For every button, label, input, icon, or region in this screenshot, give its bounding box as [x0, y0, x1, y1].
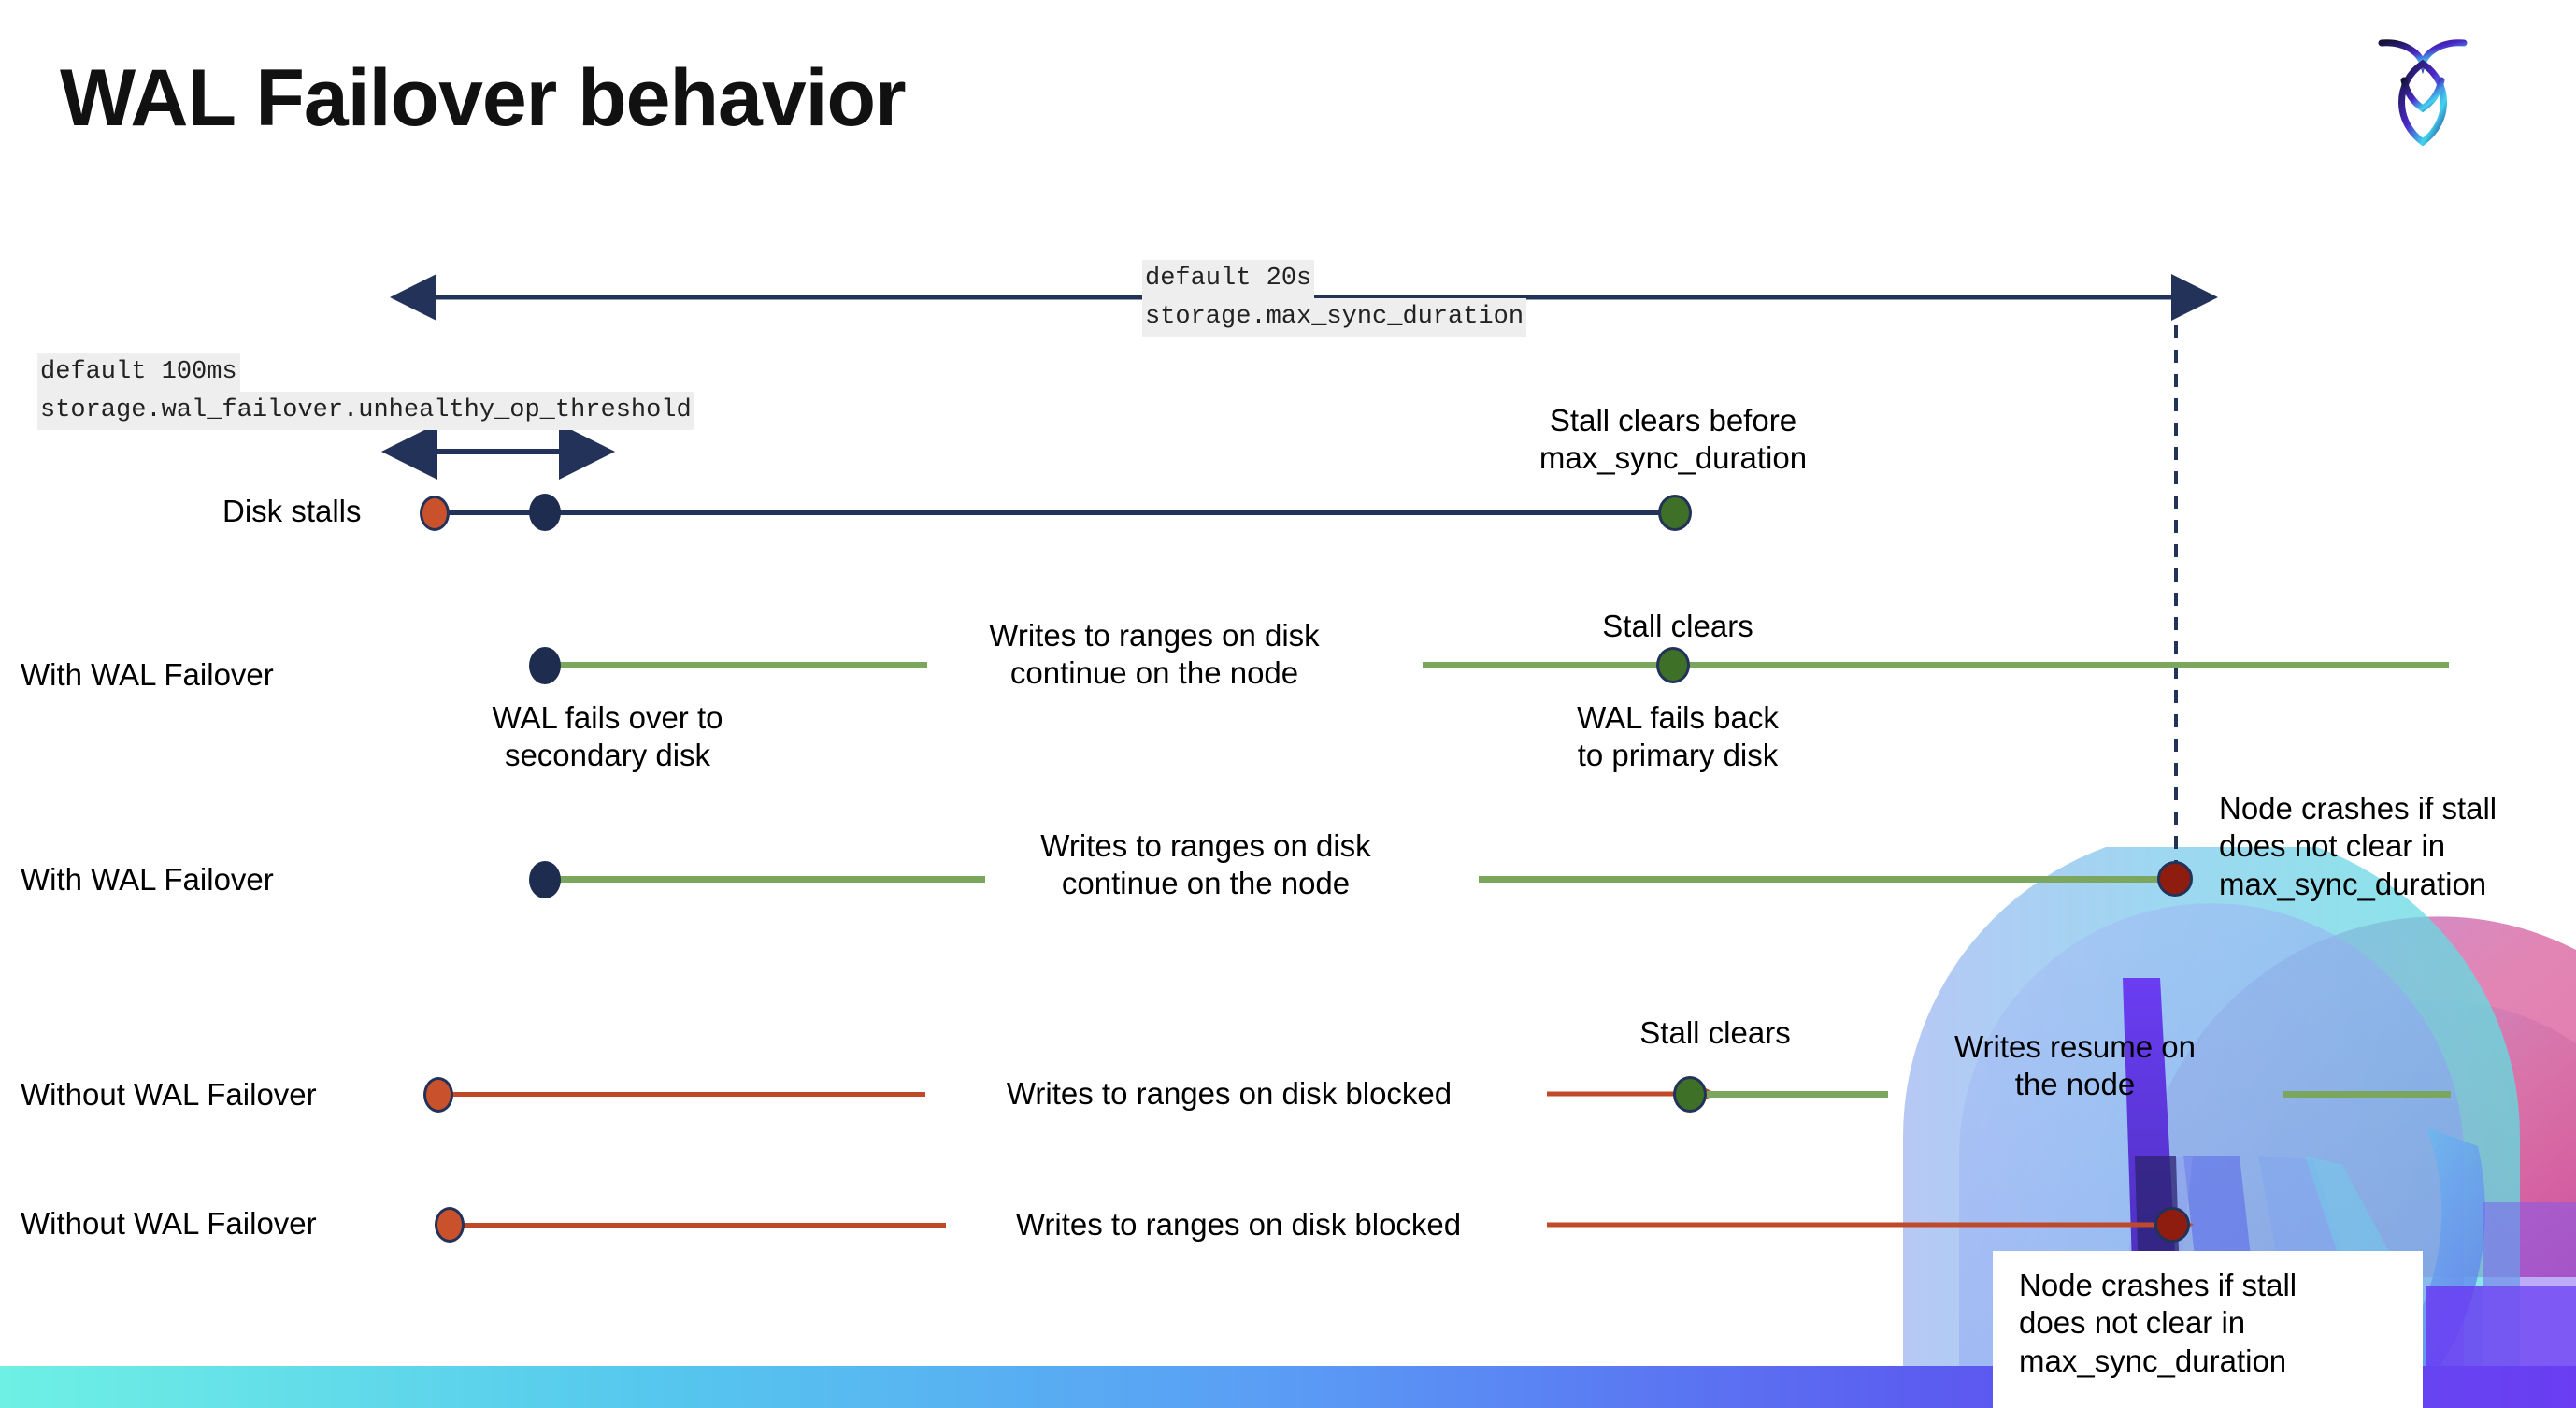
- note-stall-clears-before: Stall clears before max_sync_duration: [1496, 402, 1851, 478]
- note-writes-blocked-row4: Writes to ranges on disk blocked: [1006, 1076, 1453, 1111]
- without-wal-1-blocked-segment: [439, 1092, 925, 1097]
- without-wal-1-stall-clears-dot: [1673, 1076, 1707, 1113]
- note-line: secondary disk: [504, 738, 711, 773]
- max-sync-default-label: default 20s: [1142, 260, 1315, 299]
- note-line: max_sync_duration: [2019, 1343, 2287, 1378]
- with-wal-2-failover-dot: [529, 861, 561, 898]
- max-sync-setting-label: storage.max_sync_duration: [1142, 298, 1527, 338]
- max-sync-duration-annotation: default 20s storage.max_sync_duration: [1142, 260, 1527, 338]
- note-line: max_sync_duration: [1538, 440, 1808, 476]
- note-line: Writes to ranges on disk: [1040, 828, 1371, 863]
- note-line: to primary disk: [1577, 738, 1779, 773]
- note-line: the node: [2014, 1067, 2136, 1102]
- note-line: continue on the node: [1061, 866, 1351, 901]
- unhealthy-op-threshold-annotation: default 100ms storage.wal_failover.unhea…: [37, 353, 694, 431]
- note-line: Stall clears before: [1549, 403, 1797, 438]
- note-line: continue on the node: [1009, 655, 1299, 691]
- with-wal-1-segment-left: [546, 662, 927, 668]
- without-wal-2-blocked-segment: [451, 1223, 946, 1228]
- row-label-without-wal-failover-1: Without WAL Failover: [21, 1077, 317, 1112]
- note-stall-clears-row4: Stall clears: [1639, 1015, 1791, 1050]
- with-wal-1-stall-clears-dot: [1656, 647, 1690, 683]
- note-line: max_sync_duration: [2219, 866, 2487, 901]
- cockroachdb-logo-icon: [2370, 28, 2475, 150]
- note-line: does not clear in: [2219, 828, 2446, 864]
- note-wal-fails-back: WAL fails back to primary disk: [1514, 699, 1841, 775]
- page-title: WAL Failover behavior: [60, 53, 907, 143]
- note-node-crashes-row3: Node crashes if stall does not clear in …: [2219, 790, 2576, 903]
- note-line: WAL fails back: [1577, 700, 1779, 735]
- disk-stalls-timeline: [436, 510, 1679, 515]
- disk-stall-threshold-dot: [529, 494, 561, 531]
- note-writes-continue-1: Writes to ranges on disk continue on the…: [944, 617, 1365, 693]
- note-line: Writes resume on: [1954, 1029, 2196, 1064]
- note-writes-continue-2: Writes to ranges on disk continue on the…: [995, 827, 1416, 903]
- note-line: WAL fails over to: [492, 700, 723, 735]
- note-line: does not clear in: [2019, 1305, 2246, 1341]
- disk-stall-start-dot: [420, 496, 450, 531]
- note-writes-resume: Writes resume on the node: [1916, 1028, 2234, 1104]
- unhealthy-setting-label: storage.wal_failover.unhealthy_op_thresh…: [37, 392, 694, 431]
- with-wal-1-segment-right: [1423, 662, 2449, 668]
- without-wal-1-resume-segment-b: [2283, 1091, 2451, 1098]
- without-wal-1-stall-start-dot: [423, 1077, 453, 1113]
- note-stall-clears-row2: Stall clears: [1602, 609, 1753, 643]
- row-label-with-wal-failover-1: With WAL Failover: [21, 657, 274, 692]
- note-node-crashes-row5: Node crashes if stall does not clear in …: [2019, 1267, 2411, 1380]
- note-line: Writes to ranges on disk: [989, 618, 1320, 653]
- row-label-with-wal-failover-2: With WAL Failover: [21, 862, 274, 897]
- with-wal-1-failover-dot: [529, 647, 561, 684]
- note-writes-blocked-row5: Writes to ranges on disk blocked: [1015, 1207, 1462, 1242]
- with-wal-2-segment-left: [546, 876, 985, 883]
- without-wal-1-resume-segment-a: [1705, 1091, 1888, 1098]
- without-wal-2-stall-start-dot: [435, 1207, 465, 1243]
- unhealthy-default-label: default 100ms: [37, 353, 240, 393]
- without-wal-2-crash-dot: [2154, 1207, 2190, 1243]
- row-label-without-wal-failover-2: Without WAL Failover: [21, 1206, 317, 1241]
- note-line: Node crashes if stall: [2019, 1268, 2297, 1302]
- note-line: Node crashes if stall: [2219, 791, 2497, 826]
- note-wal-fails-over: WAL fails over to secondary disk: [449, 699, 766, 775]
- node-crashes-callout-backdrop: [1993, 1251, 2423, 1408]
- with-wal-2-crash-dot: [2157, 861, 2193, 897]
- with-wal-2-segment-right: [1479, 876, 2170, 883]
- row-label-disk-stalls: Disk stalls: [222, 494, 362, 528]
- disk-stall-clear-dot: [1658, 495, 1692, 531]
